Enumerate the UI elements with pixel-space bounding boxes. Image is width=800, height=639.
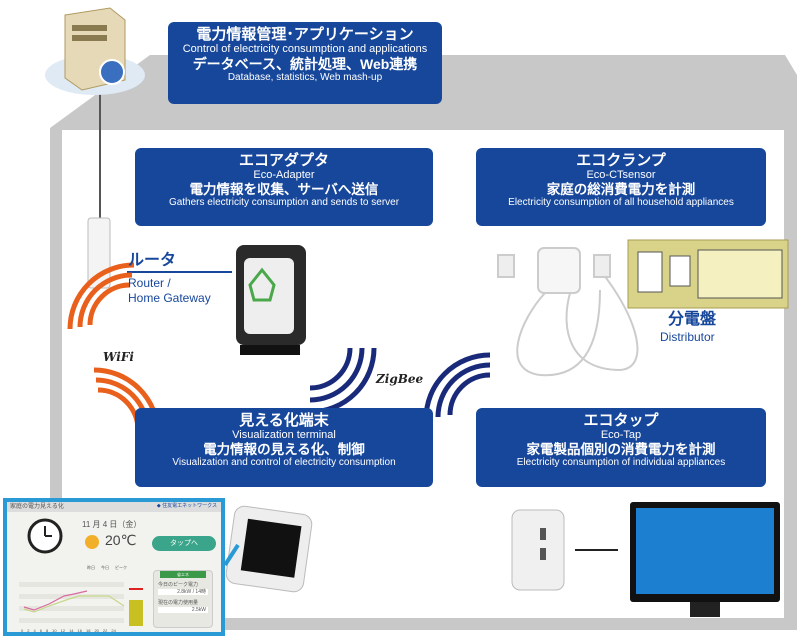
eco-ctsensor-title-jp: エコクランプ (576, 152, 666, 169)
router-label-jp: ルータ (128, 252, 177, 269)
current-value: 2.5kW (158, 607, 208, 613)
chart-legend: 昨日 今日 ピーク (87, 566, 127, 570)
peak-bar (129, 600, 143, 626)
eco-tap-box: エコタップ Eco-Tap 家電製品個別の消費電力を計測 Electricity… (476, 408, 766, 487)
screen-title: 家庭の電力見える化 (7, 502, 221, 512)
x-tick: 8 (45, 628, 49, 633)
x-tick: 12 (60, 628, 66, 633)
x-tick: 24 (111, 628, 116, 633)
clock-icon (27, 518, 63, 554)
peak-label: 今日のピーク電力 (158, 582, 199, 588)
visualization-box: 見える化端末 Visualization terminal 電力情報の見える化、… (135, 408, 433, 487)
x-tick: 2 (27, 628, 30, 633)
x-tick: 6 (39, 628, 42, 633)
monitor-icon (630, 502, 780, 617)
x-tick: 0 (21, 628, 24, 633)
server-icon (64, 7, 126, 91)
x-tick: 22 (102, 628, 108, 633)
energy-panel: 省エネ 今日のピーク電力 2.8kW / 14時 現在の電力使用量 2.5kW (153, 570, 213, 628)
panel-header: 省エネ (160, 571, 206, 578)
server-sub-jp: データベース、統計処理、Web連携 (192, 55, 418, 72)
eco-tap-sub-jp: 家電製品個別の消費電力を計測 (526, 441, 716, 457)
router-label-en2: Home Gateway (128, 291, 211, 305)
x-tick: 16 (77, 628, 82, 633)
yesterday-line (23, 595, 125, 613)
server-sub-en: Database, statistics, Web mash-up (227, 71, 383, 83)
distributor-label-jp: 分電盤 (668, 311, 717, 328)
eco-tap-device (511, 509, 565, 591)
terminal-screen-preview: 家庭の電力見える化 ◆ 住友電工ネットワークス 11 月 4 日（金） 20℃ … (3, 498, 225, 636)
eco-ctsensor-box: エコクランプ Eco-CTsensor 家庭の総消費電力を計測 Electric… (476, 148, 766, 226)
screen-date: 11 月 4 日（金） (82, 520, 142, 529)
eco-adapter-title-jp: エコアダプタ (238, 152, 329, 169)
peak-value: 2.8kW / 14時 (158, 589, 208, 595)
distributor-panel-icon (627, 239, 789, 309)
current-label: 現在の電力使用量 (158, 600, 199, 606)
server-info-box: 電力情報管理･アプリケーション Control of electricity c… (168, 22, 442, 104)
x-tick: 14 (69, 628, 74, 633)
zigbee-label: ZigBee (376, 372, 424, 386)
x-tick: 20 (94, 628, 99, 633)
globe-icon (99, 59, 125, 85)
x-tick: 18 (85, 628, 91, 633)
x-tick: 10 (52, 628, 57, 633)
visualization-sub-en: Visualization and control of electricity… (172, 457, 396, 469)
eco-adapter-box: エコアダプタ Eco-Adapter 電力情報を収集、サーバへ送信 Gather… (135, 148, 433, 226)
zigbee-waves-icon (309, 347, 491, 420)
eco-ctsensor-device (497, 247, 639, 377)
eco-ctsensor-sub-jp: 家庭の総消費電力を計測 (546, 181, 696, 197)
eco-tap-sub-en: Electricity consumption of individual ap… (516, 457, 726, 469)
visualization-sub-jp: 電力情報の見える化、制御 (203, 441, 365, 457)
usage-chart (19, 582, 143, 626)
eco-adapter-title-en: Eco-Adapter (253, 169, 315, 182)
eco-ctsensor-title-en: Eco-CTsensor (586, 169, 656, 182)
distributor-label-en: Distributor (660, 330, 715, 344)
sun-icon (85, 535, 99, 549)
server-title-en: Control of electricity consumption and a… (182, 43, 428, 56)
eco-adapter-device (236, 245, 306, 355)
today-line (23, 590, 88, 611)
wifi-label: WiFi (103, 350, 134, 364)
screen-temp: 20℃ (105, 532, 137, 548)
eco-ctsensor-sub-en: Electricity consumption of all household… (508, 197, 734, 209)
legend-today: 今日 (101, 565, 109, 570)
legend-yesterday: 昨日 (87, 565, 95, 570)
visualization-title-en: Visualization terminal (232, 429, 336, 442)
peak-marker (129, 588, 143, 590)
legend-peak: ピーク (115, 565, 127, 570)
server-title-jp: 電力情報管理･アプリケーション (196, 26, 414, 43)
router-label-en1: Router / (128, 276, 171, 290)
x-tick: 4 (33, 628, 36, 633)
screen-brand: ◆ 住友電工ネットワークス (156, 503, 217, 509)
tap-button[interactable]: タップへ (152, 536, 216, 551)
eco-adapter-sub-jp: 電力情報を収集、サーバへ送信 (189, 181, 379, 197)
visualization-title-jp: 見える化端末 (239, 412, 329, 429)
eco-tap-title-jp: エコタップ (583, 412, 659, 429)
eco-adapter-sub-en: Gathers electricity consumption and send… (168, 197, 400, 209)
tablet-device (225, 505, 313, 593)
eco-tap-title-en: Eco-Tap (600, 429, 642, 442)
